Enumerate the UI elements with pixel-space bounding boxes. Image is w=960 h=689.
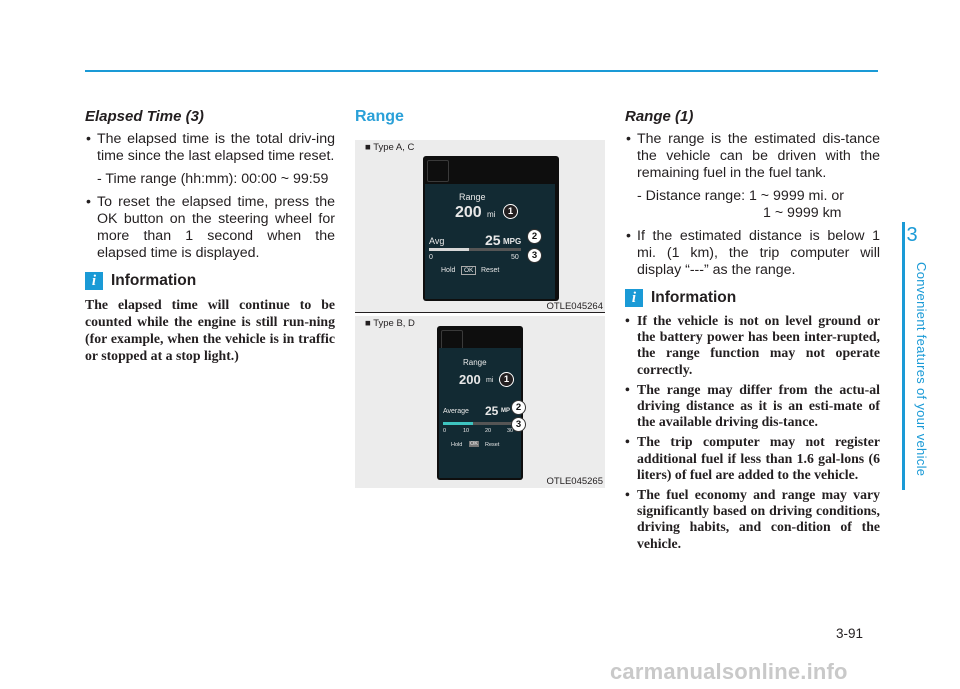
reset-label: Reset [481,267,500,274]
scale-tick: 30 [507,428,514,434]
column-range: Range (1) The range is the estimated dis… [625,108,880,556]
scale-tick: 20 [485,428,492,434]
distance-range-line-2: 1 ~ 9999 km [763,205,842,221]
list-item: The fuel economy and range may vary sign… [625,487,880,552]
information-title: Information [111,272,197,289]
range-unit: mi [486,377,494,384]
figure-label: ■ Type B, D [365,318,415,329]
display-screen: Range 200 mi Average 25 MP 0 10 20 30 Ho… [439,348,521,478]
hold-label: Hold [451,442,463,448]
list-item: If the estimated distance is below 1 mi.… [625,228,880,279]
section-title: Elapsed Time (3) [85,108,204,125]
ok-badge: OK [461,266,477,275]
list-item: The elapsed time is the total driv-ing t… [85,131,335,165]
callout-3: 3 [511,417,526,432]
display-frame [427,160,449,182]
information-title: Information [651,289,737,306]
figure-divider [355,312,605,313]
scale-tick: 10 [463,428,470,434]
time-range-note: - Time range (hh:mm): 00:00 ~ 99:59 [97,171,329,187]
list-item: The range may differ from the actu-al dr… [625,382,880,431]
bullet-list: The elapsed time is the total driv-ing t… [85,131,335,165]
figure-code: OTLE045264 [546,301,603,312]
callout-2: 2 [511,400,526,415]
hold-label: Hold [441,267,456,274]
list-item: The trip computer may not register addit… [625,434,880,483]
range-value: 200 [455,204,482,221]
economy-scale-fill [443,422,473,425]
callout-2: 2 [527,229,542,244]
header-rule [85,70,878,72]
column-elapsed-time: Elapsed Time (3) The elapsed time is the… [85,108,335,364]
scale-max: 50 [511,254,519,261]
chapter-title-text: Convenient features of your vehicle [914,262,929,477]
chapter-tab-bar [902,222,905,490]
average-value: 25 [485,404,499,418]
ok-badge: OK [469,441,479,447]
list-item: The range is the estimated dis-tance the… [625,131,880,182]
bullet-list: To reset the elapsed time, press the OK … [85,194,335,262]
reset-label: Reset [485,442,500,448]
figure-code: OTLE045265 [546,476,603,487]
figure-type-a-c: ■ Type A, C Range 200 mi Avg 25 MPG 0 50… [355,140,605,313]
range-value: 200 [459,372,481,387]
callout-1: 1 [503,204,518,219]
information-text: The elapsed time will continue to be cou… [85,297,335,363]
avg-label: Avg [429,236,445,246]
list-item: To reset the elapsed time, press the OK … [85,194,335,262]
bullet-list: The range is the estimated dis-tance the… [625,131,880,182]
chapter-number: 3 [906,224,918,246]
column-range-figures: Range [355,108,605,132]
range-label: Range [459,192,486,202]
info-icon: i [625,289,643,307]
range-unit: mi [487,210,496,219]
economy-scale [429,248,521,251]
average-label: Average [443,408,469,415]
average-unit: MP [501,408,510,414]
scale-tick: 0 [443,428,447,434]
scale-min: 0 [429,254,433,261]
page-number: 3-91 [836,626,864,641]
section-title: Range (1) [625,108,694,125]
info-icon: i [85,272,103,290]
avg-unit: MPG [503,237,522,246]
range-label: Range [463,358,487,367]
information-header: i Information [85,272,335,290]
list-item: If the vehicle is not on level ground or… [625,313,880,378]
distance-range-line-1: - Distance range: 1 ~ 9999 mi. or [637,188,845,204]
section-title: Range [355,108,404,125]
cluster-display: Range 200 mi Average 25 MP 0 10 20 30 Ho… [437,326,523,480]
bullet-list: If the estimated distance is below 1 mi.… [625,228,880,279]
callout-3: 3 [527,248,542,263]
chapter-title: Convenient features of your vehicle [914,262,933,492]
figure-label: ■ Type A, C [365,142,415,153]
information-header: i Information [625,289,880,307]
cluster-display: Range 200 mi Avg 25 MPG 0 50 Hold OK Res… [423,156,559,301]
watermark[interactable]: carmanualsonline.info [610,659,848,684]
economy-scale [443,422,515,425]
figure-type-b-d: ■ Type B, D Range 200 mi Average 25 MP 0… [355,316,605,488]
avg-value: 25 [485,232,501,248]
information-list: If the vehicle is not on level ground or… [625,313,880,552]
callout-1: 1 [499,372,514,387]
economy-scale-fill [429,248,469,251]
